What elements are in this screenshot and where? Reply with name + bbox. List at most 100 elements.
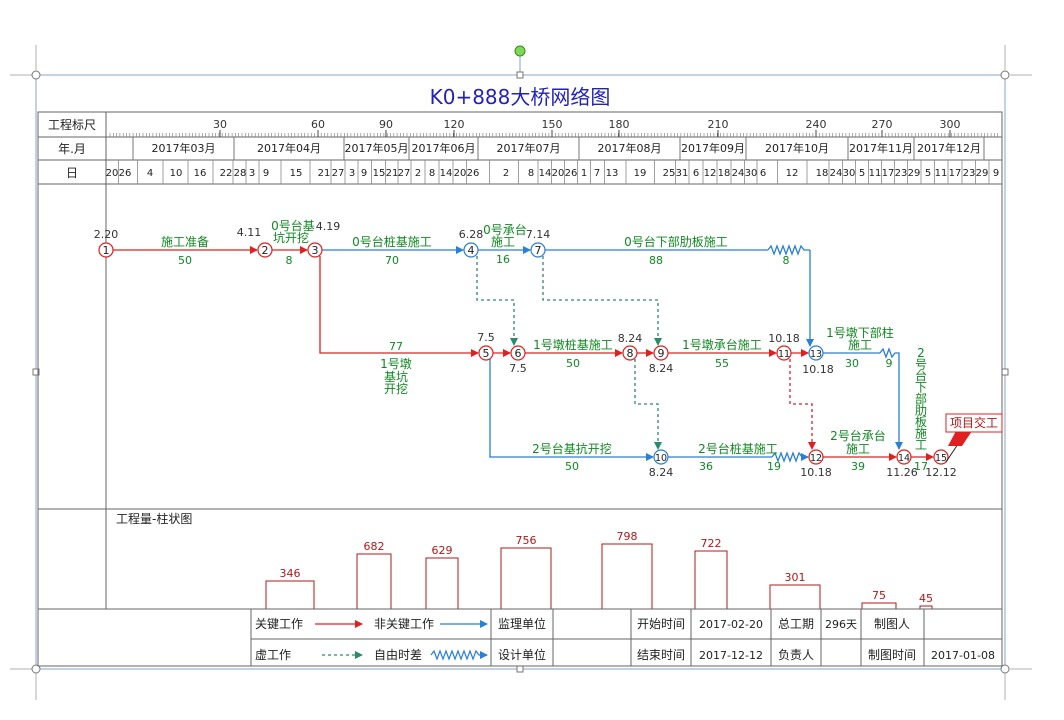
node-4[interactable]: 4 [463, 242, 479, 258]
resize-handle-bottom-left[interactable] [31, 664, 41, 674]
node-12[interactable]: 12 [808, 449, 824, 465]
node-2[interactable]: 2 [257, 242, 273, 258]
task-duration: 50 [178, 254, 192, 267]
ruler-tick-label: 240 [806, 118, 827, 131]
designer-label: 设计单位 [498, 647, 546, 662]
task-name: 0号台桩基施工 [352, 234, 432, 249]
row-label-day: 日 [66, 166, 78, 180]
day-label: 5 [925, 168, 931, 179]
day-label: 13 [606, 168, 619, 179]
bar: 722 [694, 537, 728, 610]
day-label: 18 [718, 168, 731, 179]
bar-chart-title: 工程量-柱状图 [116, 511, 192, 526]
node-circle [478, 345, 494, 361]
dummy-7-9[interactable] [542, 256, 662, 346]
resize-handle-bottom[interactable] [516, 665, 524, 673]
node-number: 5 [483, 347, 490, 360]
edge-10-12-float [771, 451, 809, 463]
duration-label: 总工期 [778, 617, 814, 631]
day-label: 29 [908, 168, 921, 179]
vertical-task-char: 施 [915, 427, 927, 441]
day-label: 26 [119, 168, 132, 179]
month-label: 2017年06月 [412, 141, 476, 155]
supervisor-label: 监理单位 [498, 616, 546, 631]
node-8[interactable]: 8 [622, 345, 638, 361]
node-date: 11.26 [886, 466, 918, 479]
node-7[interactable]: 7 [530, 242, 546, 258]
dummy-11-12[interactable] [789, 359, 816, 450]
node-5[interactable]: 5 [478, 345, 494, 361]
rotate-handle[interactable] [514, 45, 526, 57]
float-value: 9 [886, 357, 893, 370]
day-label: 7 [594, 168, 600, 179]
legend-table [38, 608, 1002, 666]
milestone-flag[interactable]: 项目交工 [945, 413, 1003, 463]
resize-handle-right[interactable] [1001, 368, 1009, 376]
float-value: 19 [767, 460, 781, 473]
day-label: 23 [895, 168, 908, 179]
task-name: 0号台下部肋板施工 [624, 234, 728, 249]
day-label: 24 [732, 168, 745, 179]
day-label: 9 [361, 168, 367, 179]
page-crop-marks [10, 45, 1032, 700]
day-label: 25 [663, 168, 676, 179]
node-date: 8.24 [649, 466, 674, 479]
responsible-label: 负责人 [778, 648, 814, 662]
bar-rect [356, 553, 392, 610]
node-circle [933, 449, 949, 465]
drawing-frame [37, 111, 1003, 667]
day-label: 14 [440, 168, 453, 179]
node-number: 11 [778, 349, 790, 360]
dummy-8-10[interactable] [634, 359, 662, 450]
vertical-task-char: 部 [915, 391, 927, 406]
node-14[interactable]: 14 [896, 449, 912, 465]
selection-frame[interactable] [31, 45, 1010, 674]
resize-handle-top-left[interactable] [31, 70, 41, 80]
node-13[interactable]: 13 [808, 345, 824, 361]
edge-13-14-float [879, 347, 903, 450]
bar-rect [425, 557, 459, 610]
node-9[interactable]: 9 [653, 345, 669, 361]
day-label: 28 [234, 168, 247, 179]
day-label: 22 [220, 168, 233, 179]
task-name: 1号墩下部柱 [826, 325, 894, 340]
day-label: 17 [949, 168, 962, 179]
bar-value: 756 [516, 534, 537, 547]
resize-handle-bottom-right[interactable] [1000, 664, 1010, 674]
task-duration: 16 [496, 253, 510, 266]
bar: 682 [356, 540, 392, 610]
node-date: 10.18 [800, 466, 832, 479]
day-label: 8 [429, 168, 435, 179]
node-11[interactable]: 11 [776, 345, 792, 361]
resize-handle-top[interactable] [516, 71, 524, 79]
edge-3-5[interactable] [319, 256, 479, 357]
day-label: 30 [843, 168, 856, 179]
node-10[interactable]: 10 [653, 449, 669, 465]
resize-handle-top-right[interactable] [1000, 70, 1010, 80]
day-label: 15 [373, 168, 386, 179]
day-label: 17 [882, 168, 895, 179]
ruler-tick-label: 60 [311, 118, 325, 131]
node-3[interactable]: 3 [307, 242, 323, 258]
node-15[interactable]: 15 [933, 449, 949, 465]
day-label: 12 [704, 168, 717, 179]
bar: 75 [861, 589, 897, 610]
day-label: 16 [194, 168, 207, 179]
bar: 756 [500, 534, 552, 610]
day-label: 9 [263, 168, 269, 179]
node-circle [307, 242, 323, 258]
node-1[interactable]: 1 [98, 242, 114, 258]
node-number: 7 [535, 244, 542, 257]
node-number: 2 [262, 244, 269, 257]
month-label: 2017年03月 [152, 141, 216, 155]
ruler-tick-label: 150 [542, 118, 563, 131]
resize-handle-left[interactable] [32, 368, 40, 376]
edge-5-10[interactable] [489, 359, 654, 461]
node-6[interactable]: 6 [510, 345, 526, 361]
task-name: 坑开挖 [273, 230, 309, 245]
dummy-4-6[interactable] [476, 256, 518, 346]
month-label: 2017年07月 [497, 141, 561, 155]
task-name: 2号台基抗开挖 [532, 441, 612, 456]
